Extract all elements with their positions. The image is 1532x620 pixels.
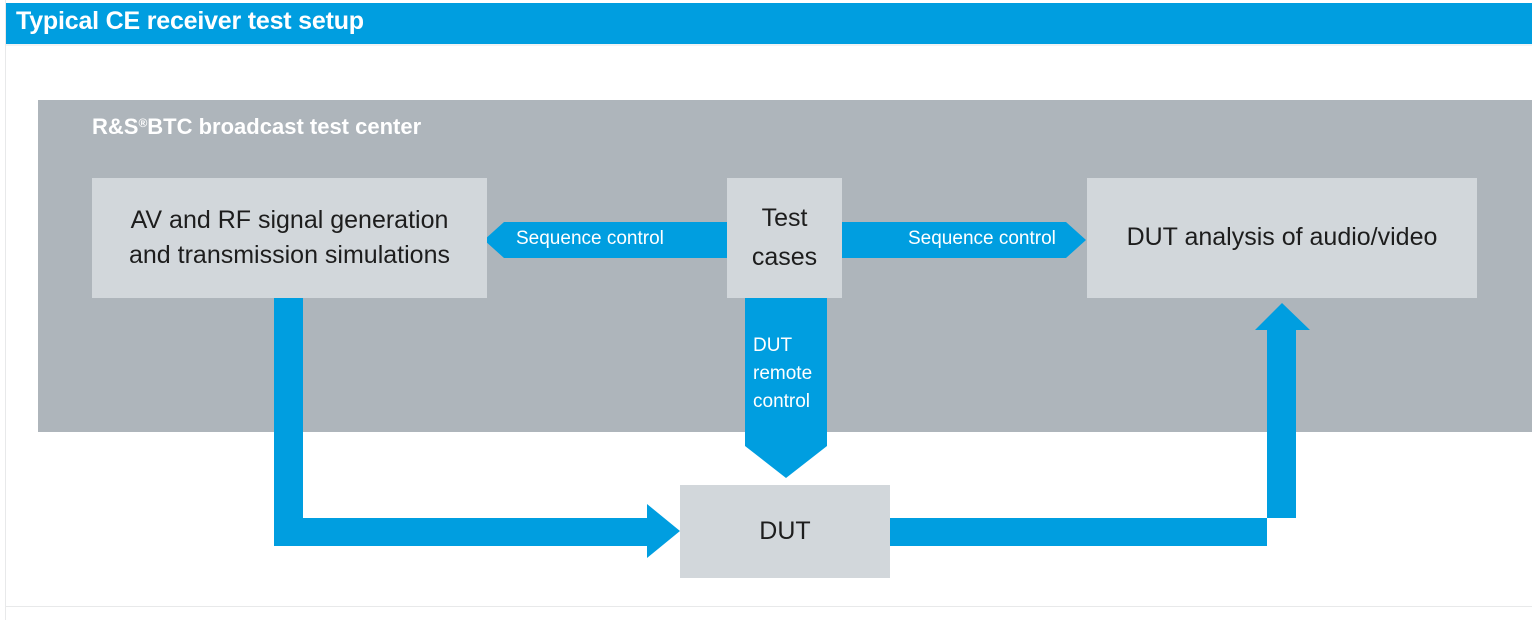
arrow-label-sequence-control-left: Sequence control: [516, 228, 664, 249]
box-dut-label: DUT: [759, 516, 811, 545]
header-bar: [6, 3, 1532, 44]
box-test-cases[interactable]: Test cases: [727, 178, 842, 298]
left-rail: [0, 0, 6, 620]
box-av-rf-label: AV and RF signal generation and transmis…: [129, 203, 450, 274]
arrow-label-dut-remote-control: DUT remote control: [753, 332, 833, 416]
arrow-label-sequence-control-right: Sequence control: [908, 228, 1056, 249]
box-dut-analysis-label: DUT analysis of audio/video: [1126, 223, 1438, 252]
registered-trademark-icon: ®: [138, 116, 148, 130]
arrow-label-dut-remote-line1: DUT: [753, 335, 793, 356]
box-av-rf-line2: and transmission simulations: [129, 241, 450, 269]
box-test-cases-line1: Test: [761, 204, 808, 233]
btc-panel-title: R&S®BTC broadcast test center: [92, 114, 421, 140]
page-title: Typical CE receiver test setup: [16, 7, 364, 35]
btc-panel-title-suffix: BTC broadcast test center: [147, 114, 422, 139]
box-av-rf-signal-generation[interactable]: AV and RF signal generation and transmis…: [92, 178, 487, 298]
box-test-cases-line2: cases: [751, 243, 818, 271]
box-av-rf-line1: AV and RF signal generation: [130, 205, 449, 234]
arrow-label-dut-remote-line2: remote: [753, 363, 813, 385]
bottom-divider: [6, 606, 1532, 607]
box-test-cases-label: Test cases: [752, 199, 817, 277]
header-divider: [6, 44, 1532, 46]
arrow-label-dut-remote-line3: control: [753, 391, 811, 413]
box-dut-analysis[interactable]: DUT analysis of audio/video: [1087, 178, 1477, 298]
box-dut[interactable]: DUT: [680, 485, 890, 578]
btc-panel-title-prefix: R&S: [92, 114, 139, 139]
